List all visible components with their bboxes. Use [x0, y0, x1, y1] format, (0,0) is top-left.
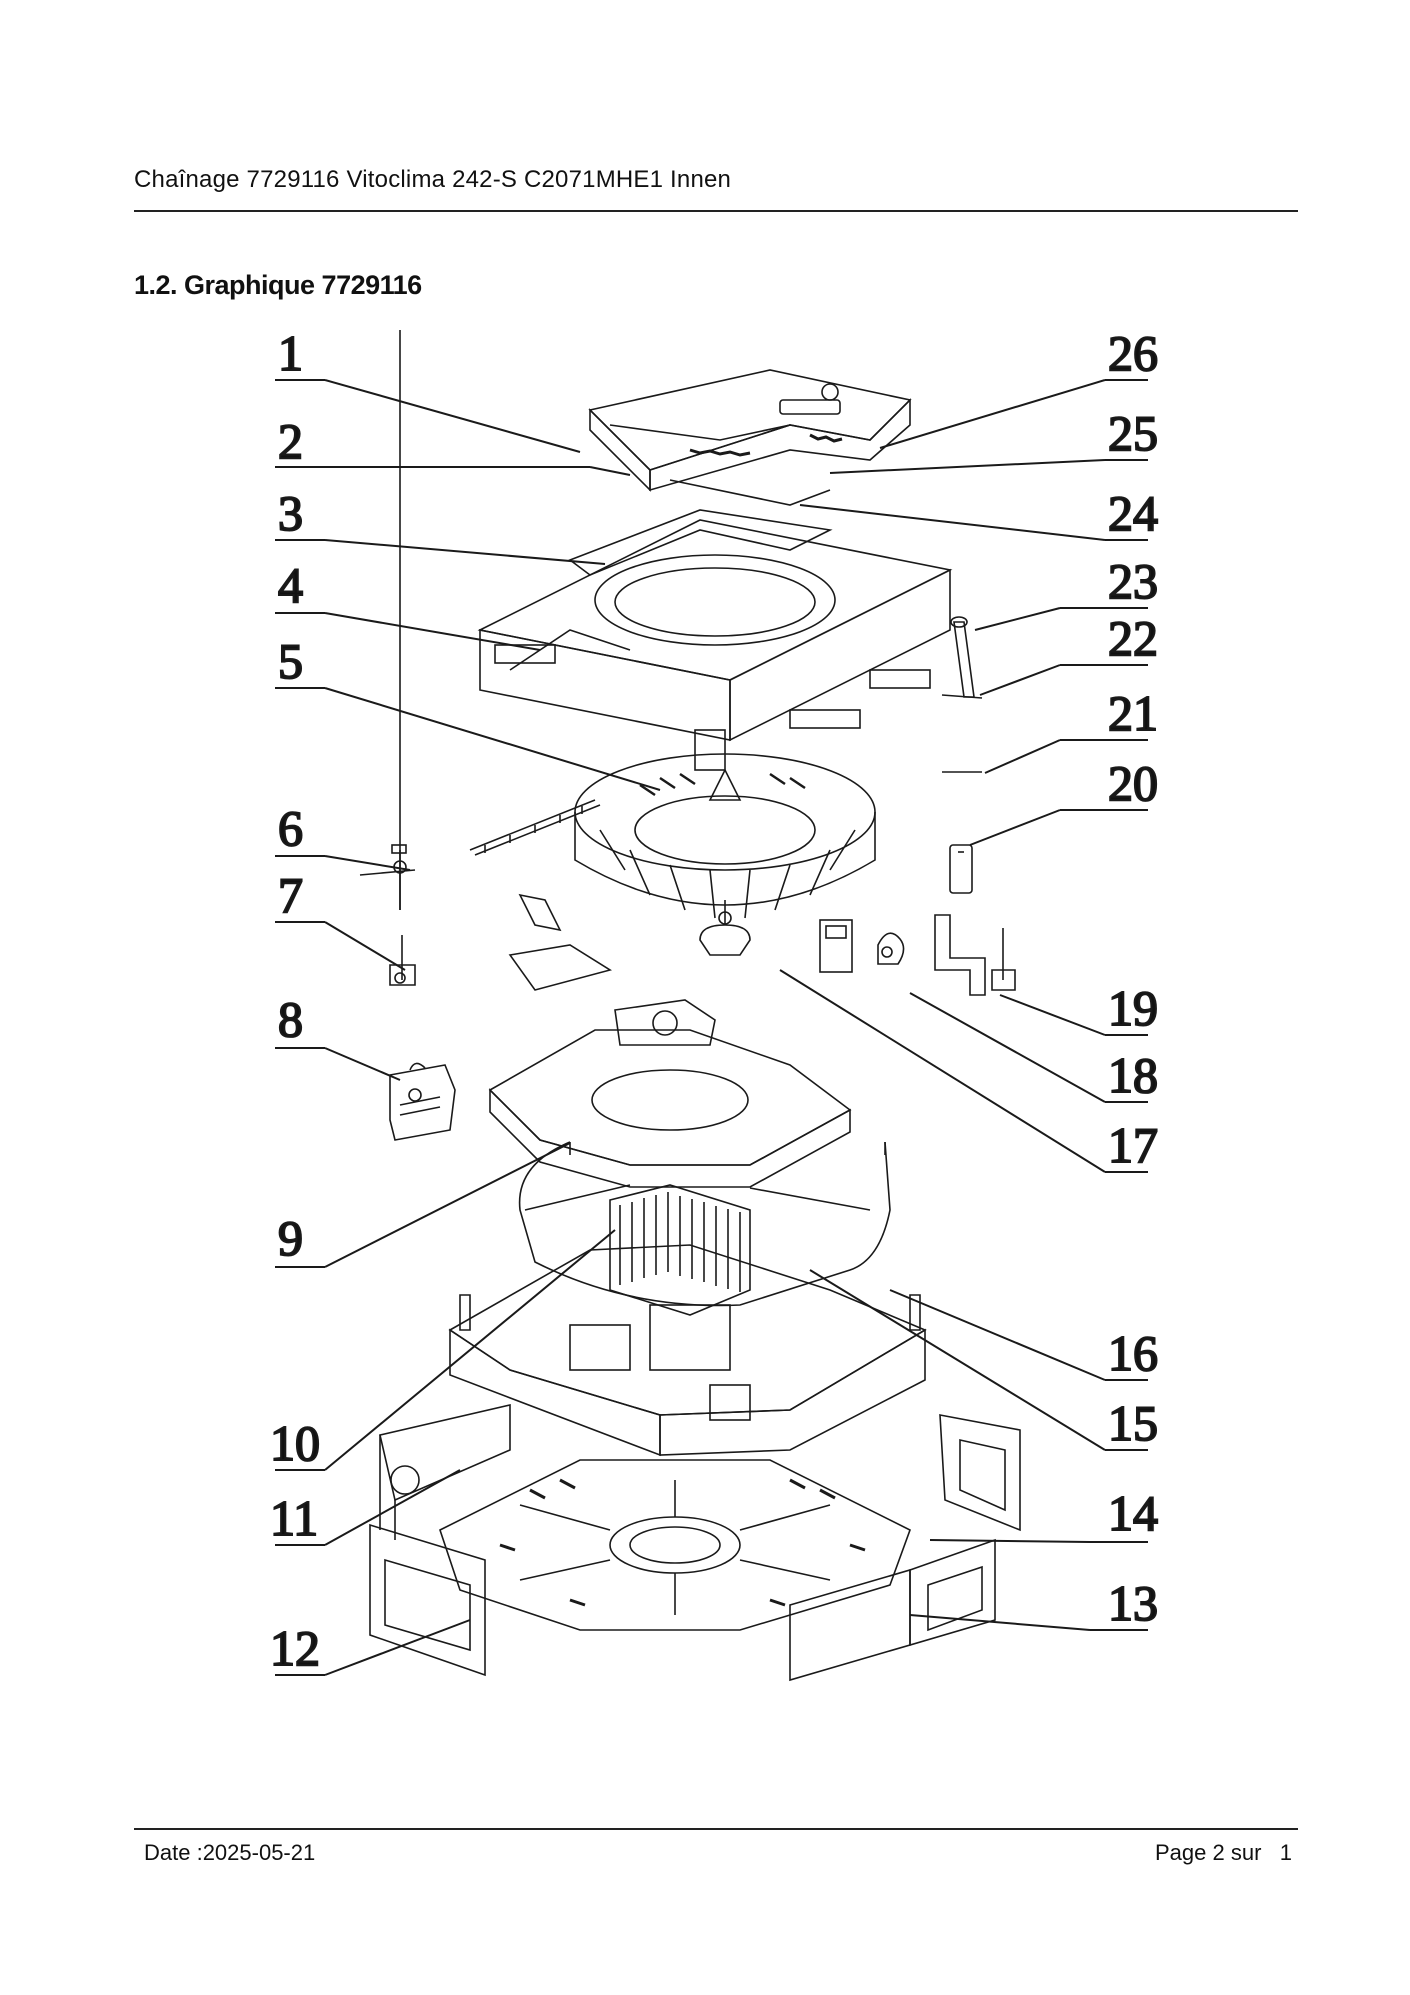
callout-12: 12 [270, 1620, 320, 1676]
callout-15: 15 [1108, 1395, 1158, 1451]
document-title: Chaînage 7729116 Vitoclima 242-S C2071MH… [134, 166, 732, 193]
callout-21: 21 [1108, 685, 1158, 741]
callout-18: 18 [1108, 1047, 1158, 1103]
callout-8: 8 [278, 991, 303, 1047]
callout-3: 3 [278, 485, 303, 541]
small-parts-drawing [359, 330, 1016, 996]
callout-10: 10 [270, 1415, 320, 1471]
callout-4: 4 [278, 557, 303, 613]
callout-17: 17 [1108, 1117, 1158, 1173]
callout-2: 2 [278, 413, 303, 469]
callout-16: 16 [1108, 1325, 1158, 1381]
left-callouts: 1 2 3 4 5 6 7 8 9 10 11 12 [270, 330, 661, 1677]
top-frame-drawing [477, 509, 953, 771]
front-grille-drawing [439, 1459, 911, 1631]
page-total: 1 [1279, 1840, 1292, 1865]
callout-19: 19 [1108, 980, 1158, 1036]
page-number: Page 2 sur 1 [1155, 1840, 1292, 1866]
callout-26: 26 [1108, 330, 1158, 381]
page-prefix: Page 2 sur [1155, 1840, 1262, 1865]
callout-20: 20 [1108, 755, 1158, 811]
callout-9: 9 [278, 1210, 303, 1266]
callout-24: 24 [1108, 485, 1158, 541]
right-callouts: 26 25 24 23 22 21 20 19 18 17 16 15 14 [779, 330, 1159, 1632]
callout-1: 1 [278, 330, 303, 381]
callout-22: 22 [1108, 610, 1158, 666]
callout-13: 13 [1108, 1575, 1158, 1631]
exploded-parts-diagram: 1 2 3 4 5 6 7 8 9 10 11 12 2 [270, 330, 1170, 1730]
drain-pan-drawing [488, 999, 891, 1307]
callout-6: 6 [278, 800, 303, 856]
side-panels-drawing [369, 1403, 1021, 1682]
control-box-drawing [588, 369, 912, 506]
callout-23: 23 [1108, 553, 1158, 609]
footer-date: Date :2025-05-21 [144, 1840, 316, 1865]
section-title: 1.2. Graphique 7729116 [134, 270, 422, 300]
document-header: Chaînage 7729116 Vitoclima 242-S C2071MH… [134, 166, 1298, 212]
casing-drawing [448, 1184, 927, 1457]
document-footer: Date :2025-05-21 Page 2 sur 1 [134, 1828, 1298, 1870]
callout-25: 25 [1108, 405, 1158, 461]
callout-14: 14 [1108, 1485, 1158, 1541]
bracket-drawing [389, 1062, 456, 1141]
callout-7: 7 [278, 867, 303, 923]
callout-5: 5 [278, 633, 303, 689]
callout-11: 11 [270, 1490, 318, 1546]
